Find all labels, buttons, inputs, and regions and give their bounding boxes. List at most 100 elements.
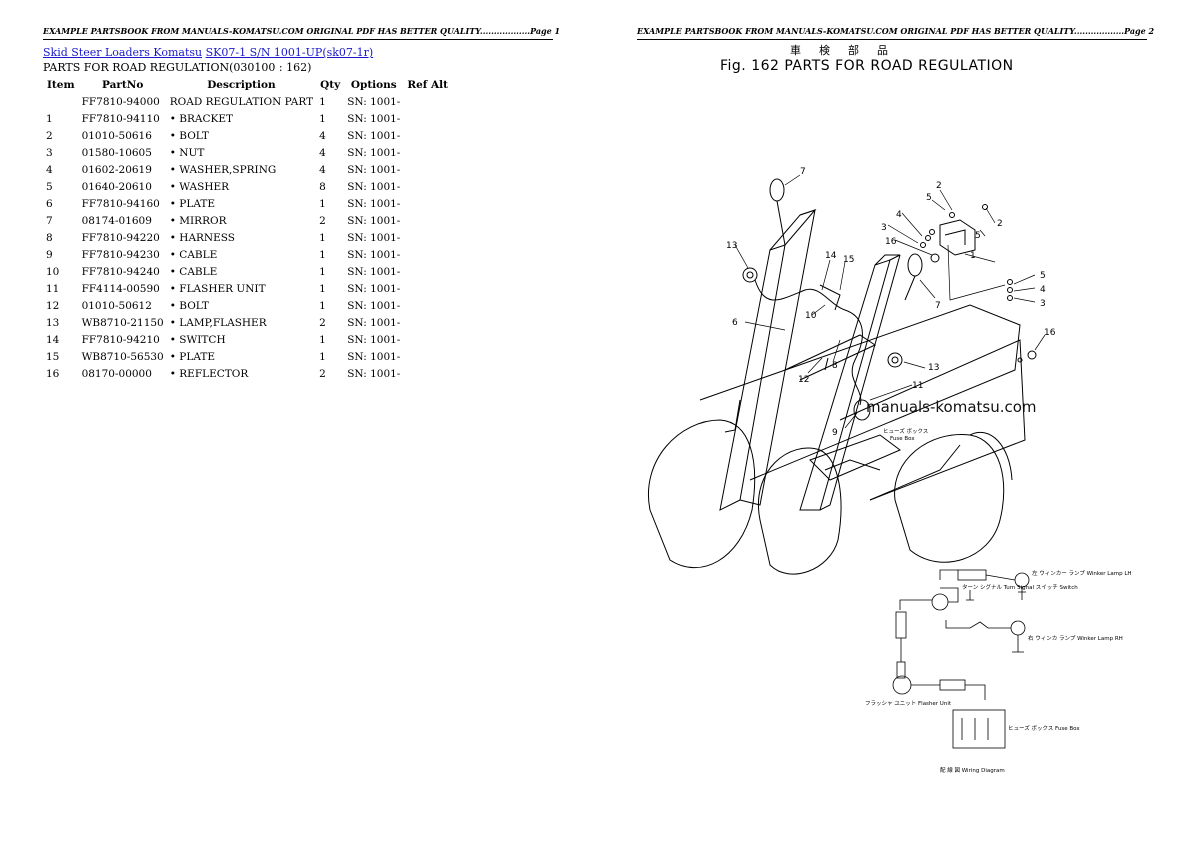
cell-options: SN: 1001- — [347, 333, 401, 346]
cell-item: 4 — [46, 163, 53, 176]
cell-partno: WB8710-21150 — [81, 316, 164, 329]
cell-partno: FF7810-94240 — [81, 265, 160, 278]
cell-ref-alt — [403, 93, 452, 110]
cell-qty: 2 — [319, 316, 326, 329]
table-header-row: Item PartNo Description Qty Options Ref … — [43, 76, 452, 93]
cell-ref-alt — [403, 263, 452, 280]
cell-description: • WASHER,SPRING — [169, 163, 277, 176]
cell-description: • BOLT — [169, 299, 209, 312]
cell-qty: 4 — [319, 163, 326, 176]
figure-title: Fig. 162 PARTS FOR ROAD REGULATION — [720, 58, 1014, 74]
cell-description: • BOLT — [169, 129, 209, 142]
svg-text:5: 5 — [926, 193, 932, 203]
cell-partno: 01010-50616 — [81, 129, 152, 142]
parts-figure: 車検部品 Fig. 162 PARTS FOR ROAD REGULATION — [640, 40, 1150, 830]
cell-description: • MIRROR — [169, 214, 227, 227]
cell-item: 9 — [46, 248, 53, 261]
page-header-1: EXAMPLE PARTSBOOK FROM MANUALS-KOMATSU.C… — [43, 26, 560, 40]
column-header-item: Item — [47, 78, 75, 91]
svg-text:10: 10 — [805, 311, 817, 321]
svg-text:16: 16 — [1044, 328, 1056, 338]
cell-ref-alt — [403, 229, 452, 246]
cell-item: 6 — [46, 197, 53, 210]
svg-text:4: 4 — [896, 210, 902, 220]
cell-options: SN: 1001- — [347, 214, 401, 227]
cell-options: SN: 1001- — [347, 197, 401, 210]
svg-text:6: 6 — [732, 318, 738, 328]
callout-numbers: 7 13 14 15 10 6 8 12 2 5 4 3 16 2 5 1 7 … — [726, 167, 1056, 442]
cell-options: SN: 1001- — [347, 146, 401, 159]
breadcrumb-link-model-family[interactable]: Skid Steer Loaders Komatsu — [43, 46, 203, 59]
loader-arms — [719, 208, 901, 511]
cell-item — [43, 93, 79, 110]
cell-item: 3 — [46, 146, 53, 159]
svg-text:4: 4 — [1040, 285, 1046, 295]
cell-options: SN: 1001- — [347, 350, 401, 363]
cell-item: 16 — [46, 367, 60, 380]
cell-options: SN: 1001- — [347, 112, 401, 125]
wiring-labels: ターン シグナル Turn Signal スイッチ Switch 左 ウィンカー… — [865, 569, 1132, 774]
cell-description: • PLATE — [169, 197, 215, 210]
watermark: manuals-komatsu.com — [866, 398, 1037, 416]
cell-qty: 8 — [319, 180, 326, 193]
cell-qty: 2 — [319, 367, 326, 380]
svg-text:7: 7 — [800, 167, 806, 177]
svg-text:15: 15 — [843, 255, 854, 265]
breadcrumb: Skid Steer Loaders Komatsu SK07-1 S/N 10… — [43, 45, 463, 60]
cell-description: • HARNESS — [169, 231, 235, 244]
cell-ref-alt — [403, 161, 452, 178]
cell-description: • CABLE — [169, 248, 218, 261]
cell-partno: FF7810-94230 — [81, 248, 160, 261]
harness-drawing — [754, 279, 863, 406]
cell-ref-alt — [403, 246, 452, 263]
cell-options: SN: 1001- — [347, 265, 401, 278]
cell-item: 1 — [46, 112, 53, 125]
wiring-diagram — [892, 569, 1030, 749]
cell-qty: 1 — [319, 197, 326, 210]
cell-item: 13 — [46, 316, 60, 329]
column-header-qty: Qty — [320, 78, 341, 91]
svg-text:5: 5 — [1040, 271, 1046, 281]
flasher-lamp-drawings — [742, 267, 903, 421]
svg-text:3: 3 — [881, 223, 887, 233]
cell-qty: 1 — [319, 248, 326, 261]
cell-qty: 2 — [319, 214, 326, 227]
cell-item: 15 — [46, 350, 60, 363]
cell-ref-alt — [403, 348, 452, 365]
exploded-view-drawing: 7 13 14 15 10 6 8 12 2 5 4 3 16 2 5 1 7 … — [648, 167, 1132, 774]
cell-partno: FF7810-94000 — [81, 95, 160, 108]
svg-text:ターン シグナル Turn Signal スイッチ Swit: ターン シグナル Turn Signal スイッチ Switch — [962, 583, 1078, 591]
svg-text:13: 13 — [726, 241, 737, 251]
cell-partno: WB8710-56530 — [81, 350, 164, 363]
svg-text:ヒューズ ボックス: ヒューズ ボックス — [883, 427, 928, 435]
cell-description: • WASHER — [169, 180, 230, 193]
cell-partno: FF4114-00590 — [81, 282, 160, 295]
cell-ref-alt — [403, 280, 452, 297]
cell-item: 11 — [46, 282, 60, 295]
parts-list-pane: Skid Steer Loaders Komatsu SK07-1 S/N 10… — [43, 45, 463, 382]
svg-text:2: 2 — [936, 181, 942, 191]
cell-ref-alt — [403, 110, 452, 127]
cell-options: SN: 1001- — [347, 129, 401, 142]
cell-qty: 1 — [319, 299, 326, 312]
svg-text:5: 5 — [975, 231, 981, 241]
cell-qty: 1 — [319, 333, 326, 346]
breadcrumb-link-model[interactable]: SK07-1 S/N 1001-UP(sk07-1r) — [205, 46, 374, 59]
cell-ref-alt — [403, 127, 452, 144]
cell-ref-alt — [403, 331, 452, 348]
cell-ref-alt — [403, 365, 452, 382]
cell-description: • LAMP,FLASHER — [169, 316, 267, 329]
cell-description: • BRACKET — [169, 112, 234, 125]
svg-text:ヒューズ ボックス Fuse Box: ヒューズ ボックス Fuse Box — [1008, 724, 1080, 732]
cell-partno: FF7810-94160 — [81, 197, 160, 210]
cell-item: 8 — [46, 231, 53, 244]
